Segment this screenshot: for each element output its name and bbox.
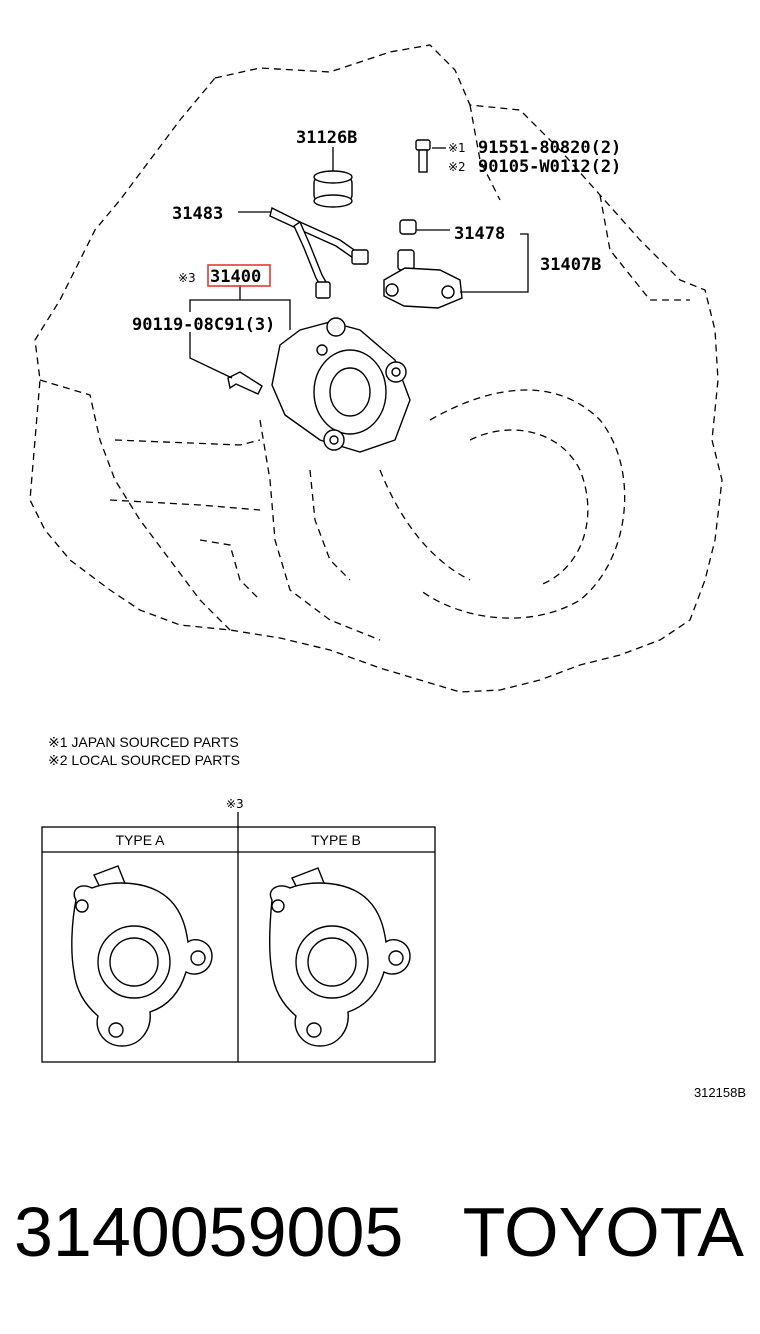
release-cylinder-part	[271, 317, 411, 453]
type-b-label: TYPE B	[311, 832, 361, 848]
diagram-code: 312158B	[694, 1085, 746, 1100]
inset-ref-mark: ※3	[226, 797, 244, 811]
type-a-label: TYPE A	[115, 832, 165, 848]
grommet-part	[313, 147, 353, 208]
clutch-tube-part	[238, 206, 369, 299]
label-91551: 91551-80820(2)	[478, 138, 621, 158]
label-90119: 90119-08C91(3)	[132, 315, 275, 335]
label-31126b: 31126B	[296, 128, 357, 148]
ref-mark-90105: ※2	[448, 160, 466, 174]
transmission-housing	[29, 44, 723, 693]
mounting-bolt-part	[189, 285, 291, 395]
caption-brand: TOYOTA	[463, 1193, 745, 1271]
note-japan-sourced: ※1 JAPAN SOURCED PARTS	[48, 734, 239, 750]
highlight-box	[207, 264, 271, 287]
label-31400: 31400	[210, 267, 261, 287]
bolt-part	[415, 139, 446, 173]
type-a-cylinder	[71, 865, 213, 1047]
label-31478: 31478	[454, 224, 505, 244]
bleeder-cap-part	[399, 219, 450, 235]
type-comparison-inset: ※3 TYPE A TYPE B	[41, 797, 436, 1063]
note-local-sourced: ※2 LOCAL SOURCED PARTS	[48, 752, 240, 768]
caption-part-number: 3140059005	[14, 1193, 403, 1271]
label-31407b: 31407B	[540, 255, 601, 275]
type-b-cylinder	[268, 867, 411, 1047]
ref-mark-91551: ※1	[448, 141, 466, 155]
label-31483: 31483	[172, 204, 223, 224]
bleeder-body-part	[383, 233, 529, 309]
ref-mark-31400: ※3	[178, 271, 196, 285]
label-90105: 90105-W0112(2)	[478, 157, 621, 177]
